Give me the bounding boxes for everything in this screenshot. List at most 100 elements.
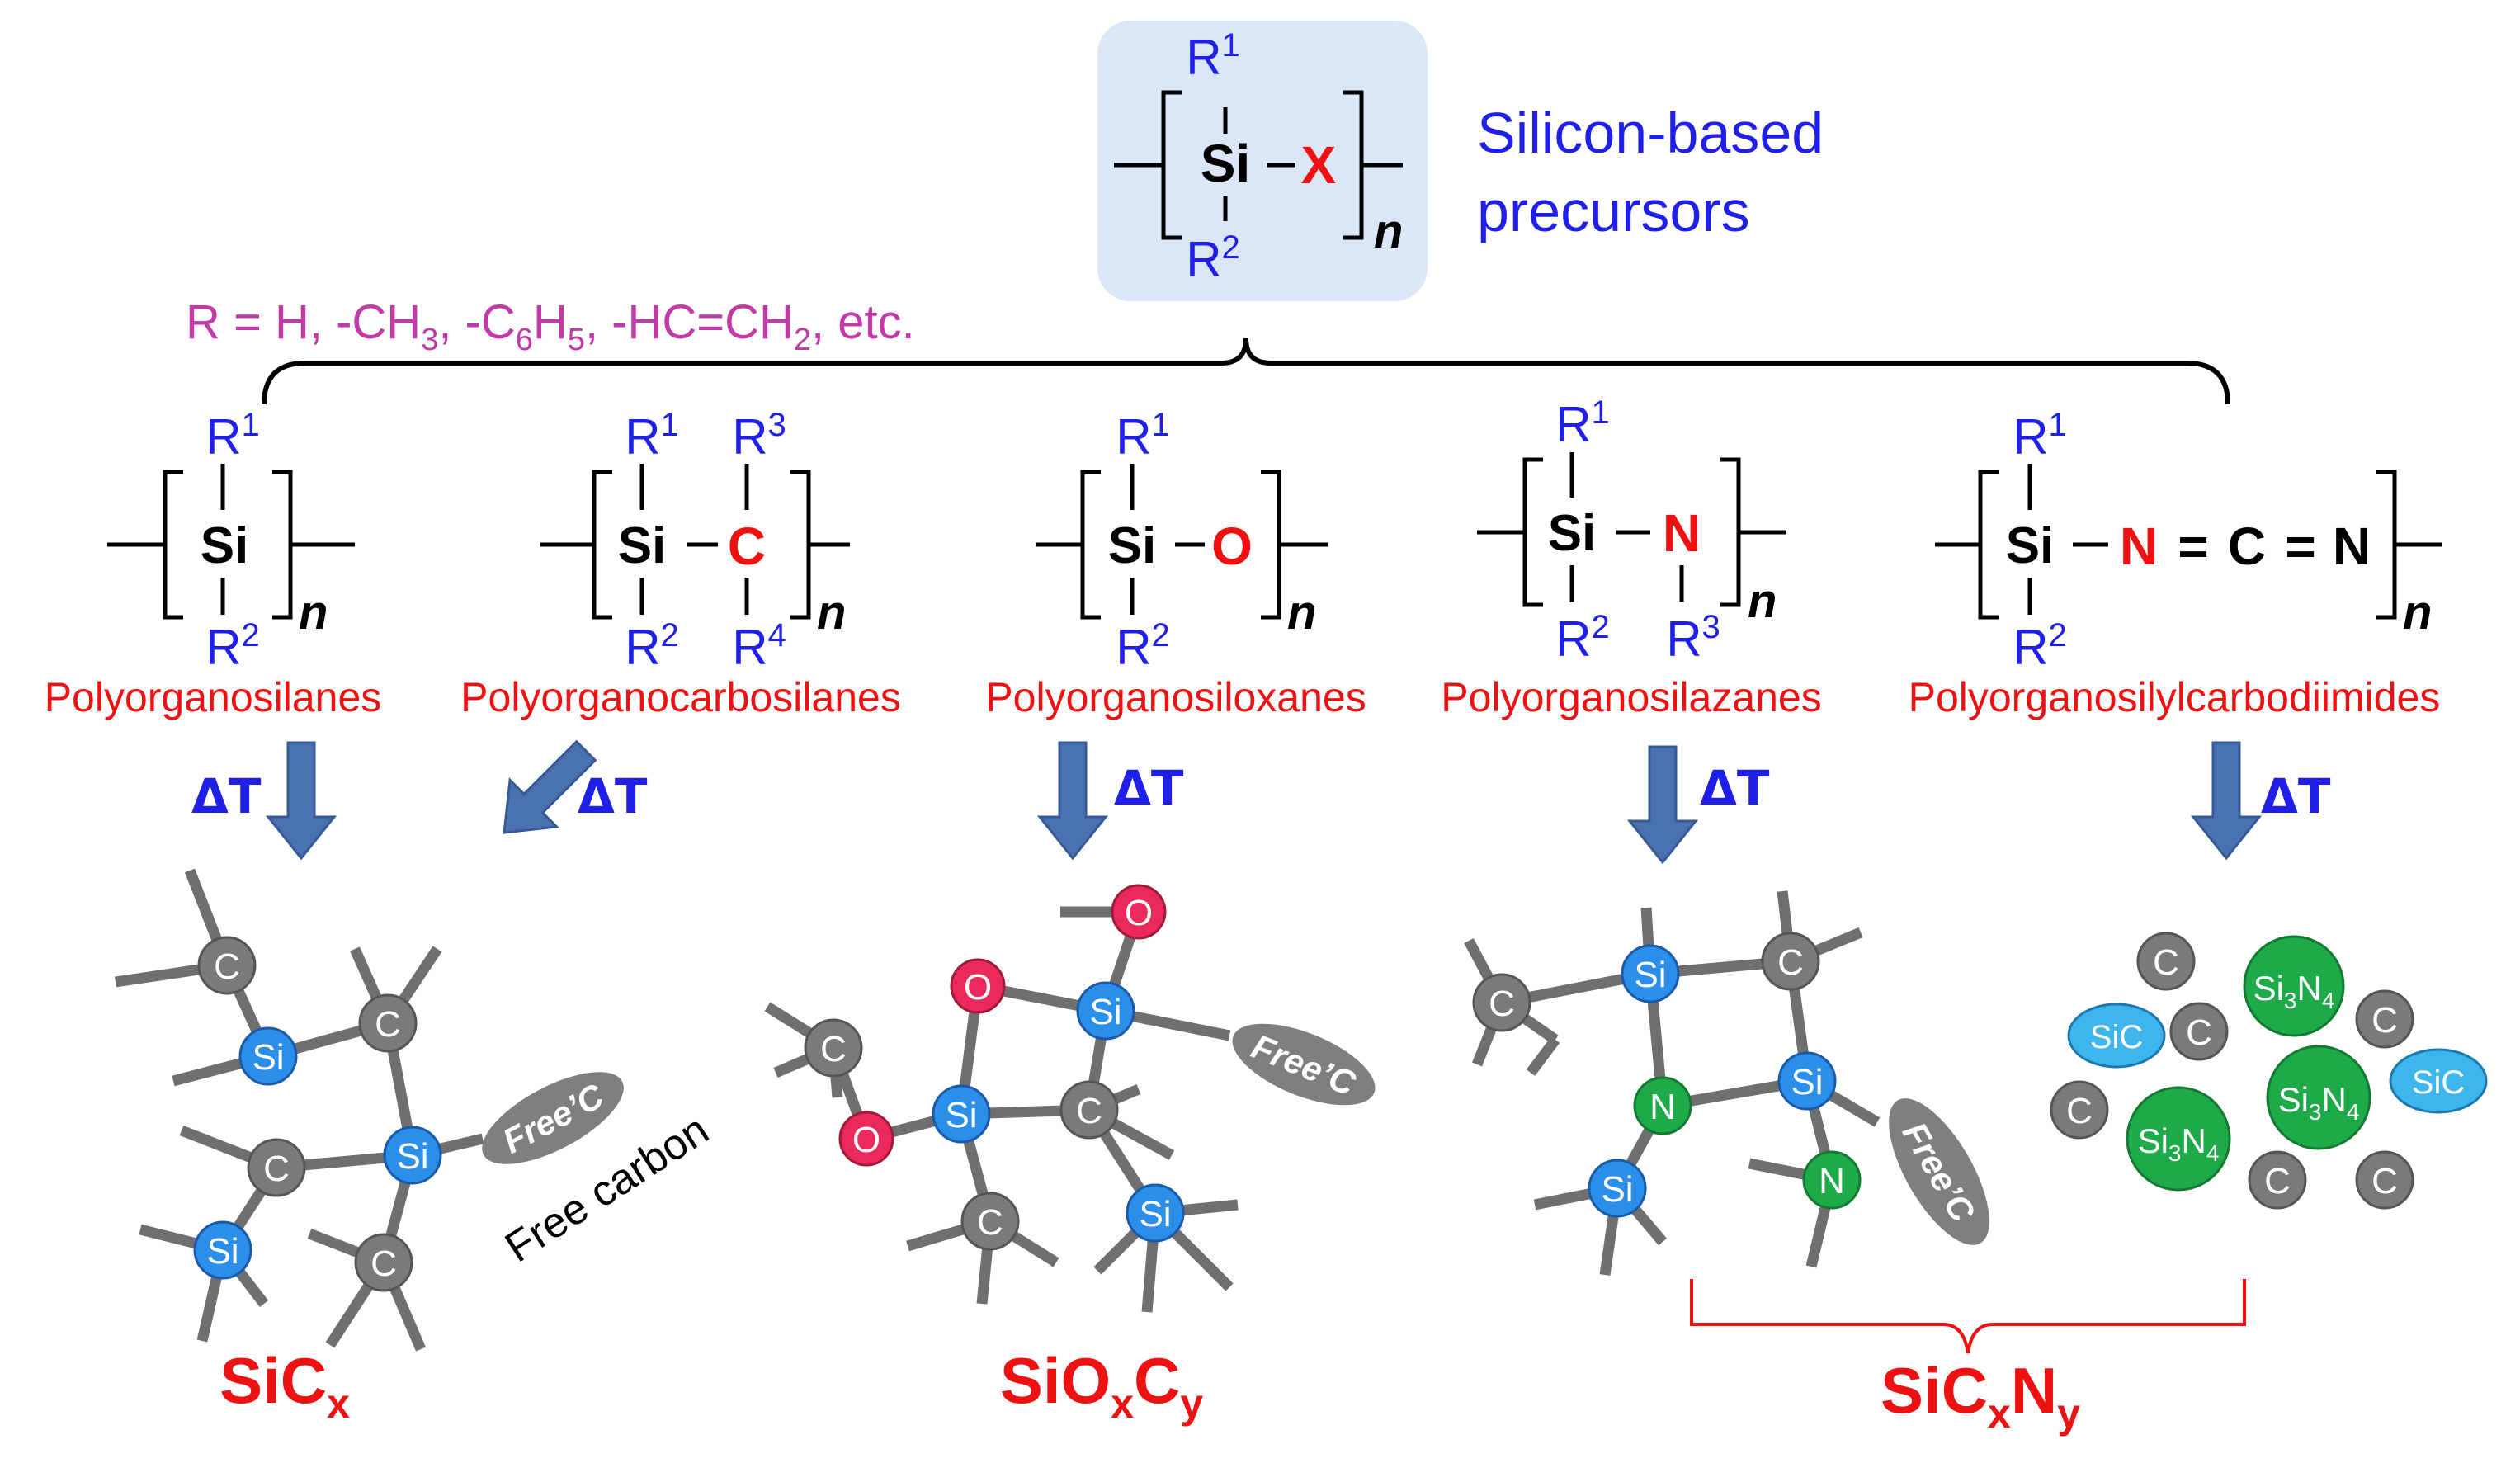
carbosilanes-r3: R3 (732, 407, 786, 465)
carbodiimides-c: C (2228, 517, 2266, 576)
si3n4-label: Si3N4 (2138, 1121, 2220, 1166)
atom-c (197, 936, 257, 995)
atom-c-label: C (2371, 1000, 2398, 1041)
precursor-structure: Si X R1 R2 n (1097, 21, 1428, 301)
precursor-caption-line2: precursors (1477, 179, 1750, 243)
atom-o (1111, 884, 1167, 940)
atom-si (932, 1084, 991, 1144)
carbosilanes-c: C (728, 517, 766, 576)
atom-c-label: C (1076, 1091, 1102, 1131)
free-c-ellipse-1 (482, 1072, 624, 1164)
sicxny-brace (1690, 1279, 2246, 1354)
siloxanes-n: n (1287, 586, 1316, 639)
carbodiimides-n: n (2403, 586, 2432, 639)
atom-si-label: Si (945, 1095, 977, 1135)
carbodiimides-name: Polyorganosilylcarbodiimides (1909, 674, 2441, 720)
atom-si (1621, 944, 1680, 1003)
atom-c (354, 1233, 413, 1292)
precursor-n: n (1374, 205, 1403, 258)
carbodiimides-eq2: = (2285, 517, 2315, 576)
silanes-r2: R2 (205, 617, 260, 675)
branch-brace (262, 337, 2230, 405)
silazanes-r2: R2 (1555, 609, 1610, 667)
atom-o-label: O (964, 967, 992, 1008)
precursor-x: X (1301, 135, 1337, 195)
carbodiimides-n1: N (2120, 517, 2158, 576)
atom-si (1126, 1183, 1185, 1243)
atom-si-label: Si (1089, 992, 1121, 1032)
polymer-silazanes: Si N R1 R2 R3 n (1477, 394, 1786, 667)
precursor-caption-line1: Silicon-based (1477, 101, 1824, 165)
heat-label-3: ΔT (1114, 760, 1184, 816)
si3n4-label: Si3N4 (2278, 1080, 2360, 1125)
heat-label-2: ΔT (578, 768, 648, 824)
si3n4-cluster (2126, 1086, 2231, 1192)
atom-c-label: C (1489, 984, 1515, 1024)
carbosilanes-si: Si (618, 517, 667, 574)
precursor-r2: R2 (1186, 229, 1240, 287)
polymer-siloxanes: Si O R1 R2 n (1036, 407, 1328, 675)
carbodiimides-eq1: = (2178, 517, 2208, 576)
silanes-name: Polyorganosilanes (45, 674, 382, 720)
sic-cluster (2389, 1048, 2488, 1114)
atom-c-label: C (2066, 1091, 2093, 1131)
network-sicx: Free’C Free carbon C Si C Si C Si C (115, 868, 717, 1352)
atom-si-label: Si (1791, 1062, 1823, 1102)
carbosilanes-name: Polyorganocarbosilanes (460, 674, 901, 720)
silazanes-n: n (1748, 574, 1777, 628)
siloxanes-o: O (1211, 517, 1253, 576)
atom-si (238, 1026, 298, 1086)
atom-c (1761, 932, 1820, 991)
atom-o-label: O (1125, 893, 1153, 933)
atom-c-label: C (263, 1149, 290, 1189)
siloxanes-r2: R2 (1116, 617, 1170, 675)
atom-c-label: C (2264, 1161, 2291, 1201)
atom-si (1076, 981, 1135, 1041)
atom-si (1777, 1051, 1837, 1111)
polymer-carbosilanes: Si C R1 R3 R2 R4 n (540, 407, 850, 675)
sicx-atoms: C Si C Si C Si C (193, 936, 442, 1292)
atom-si-label: Si (206, 1231, 238, 1272)
atom-n (1633, 1076, 1692, 1135)
product-sicxny: SiCxNy (1881, 1354, 2080, 1437)
atom-c (1472, 973, 1531, 1032)
atom-o (950, 958, 1006, 1014)
heat-arrow-4 (1628, 745, 1697, 864)
heat-arrow-1 (267, 741, 336, 860)
atom-c (358, 993, 418, 1053)
carbodiimides-r2: R2 (2013, 617, 2067, 675)
silanes-r1: R1 (205, 407, 260, 465)
precursor-si: Si (1201, 134, 1250, 193)
silazanes-name: Polyorganosilazanes (1441, 674, 1821, 720)
atom-si (193, 1220, 252, 1280)
atom-n-label: N (1649, 1087, 1676, 1127)
silazanes-si: Si (1548, 505, 1597, 562)
atom-n-label: N (1819, 1161, 1845, 1201)
atom-si (1588, 1159, 1647, 1218)
atom-c (2355, 1150, 2414, 1210)
free-c-ellipse-2 (1232, 1023, 1376, 1106)
sic-cluster (2067, 1003, 2166, 1069)
carbosilanes-r4: R4 (732, 617, 786, 675)
carbodiimides-n2: N (2333, 517, 2371, 576)
siloxanes-r1: R1 (1116, 407, 1170, 465)
carbosilanes-r1: R1 (625, 407, 679, 465)
heat-label-1: ΔT (191, 768, 262, 824)
atom-c-label: C (375, 1004, 401, 1045)
atom-c (2050, 1080, 2109, 1140)
precursor-r1: R1 (1186, 27, 1240, 85)
heat-arrow-3 (1038, 741, 1107, 860)
atom-c-label: C (2371, 1161, 2398, 1201)
silazanes-r1: R1 (1555, 394, 1610, 452)
atom-c (804, 1018, 863, 1078)
atom-si-label: Si (1634, 955, 1666, 995)
atom-c-label: C (370, 1244, 397, 1284)
atom-si-label: Si (1139, 1194, 1171, 1234)
atom-c (960, 1192, 1020, 1251)
silazanes-r3: R3 (1666, 609, 1720, 667)
silazane-atoms: C Si C N Si Si N (1472, 932, 1862, 1218)
atom-c-label: C (977, 1202, 1003, 1243)
atom-c (2169, 1002, 2229, 1061)
atom-c-label: C (2186, 1012, 2212, 1053)
